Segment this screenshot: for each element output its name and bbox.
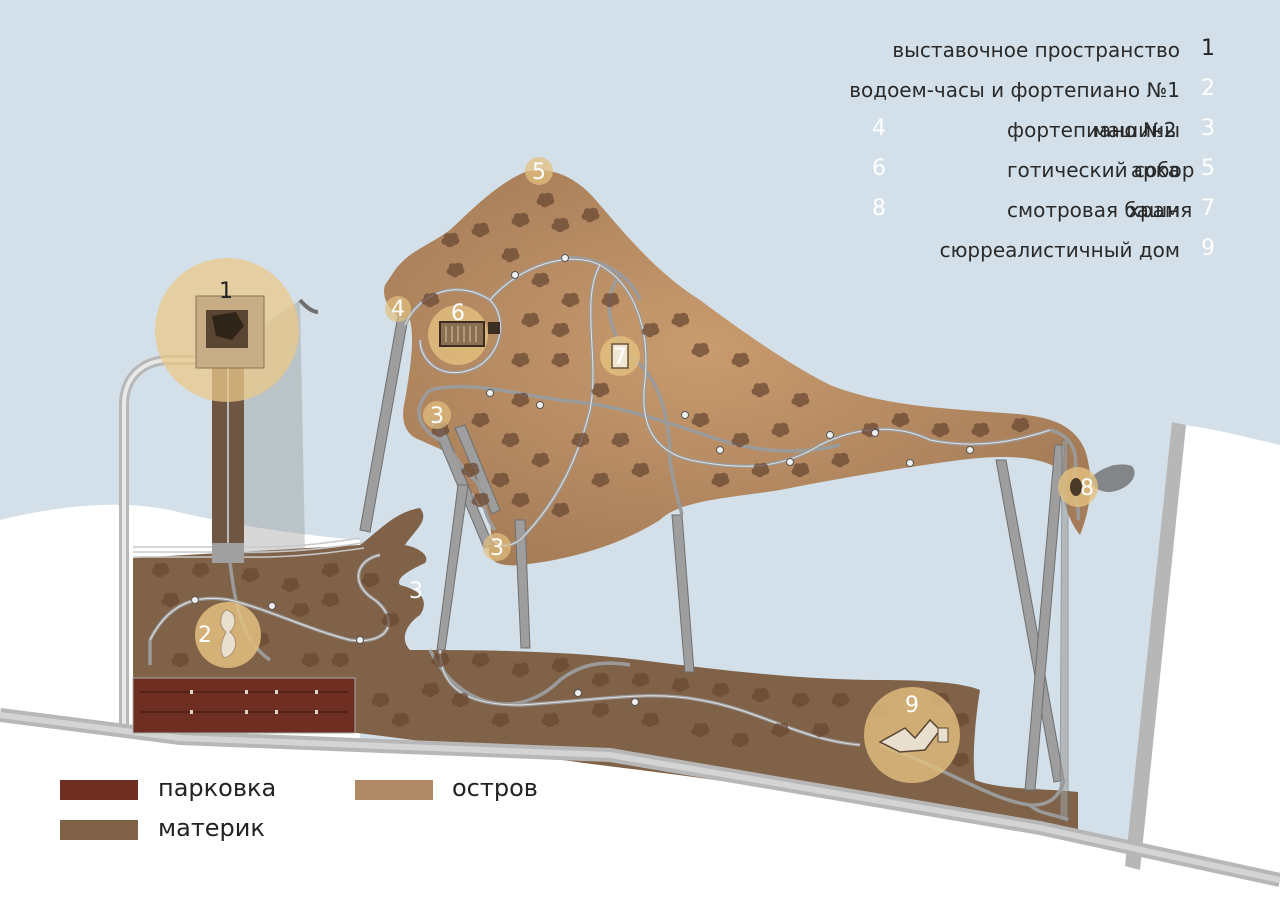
bridges — [359, 314, 1069, 821]
legend-number: 1 — [1201, 36, 1215, 61]
poi-surreal-house[interactable]: 9 — [864, 687, 960, 783]
poi-machines-b[interactable]: 3 — [483, 533, 511, 561]
shoreline-stripes — [133, 537, 365, 558]
bench-icon — [511, 271, 519, 279]
legend-label: фортепиано №2 — [1007, 118, 1177, 142]
poi-number-3b: 3 — [490, 536, 504, 561]
bench-icon — [561, 254, 569, 262]
legend-number: 9 — [1201, 236, 1215, 261]
bench-icon — [631, 698, 639, 706]
legend-label: готический собор — [1007, 158, 1195, 182]
bench-icon — [966, 446, 974, 454]
legend-row: выставочное пространство 1 — [640, 30, 1280, 70]
bench-icon — [826, 431, 834, 439]
poi-water-clock-piano[interactable]: 2 — [195, 602, 261, 668]
poi-temple[interactable]: 7 — [600, 336, 640, 376]
poi-number-3a: 3 — [430, 404, 444, 429]
color-key: парковка остров материк — [0, 770, 640, 890]
poi-number-3c: 3 — [409, 579, 423, 604]
legend-number: 3 — [1201, 116, 1215, 141]
bench-icon — [906, 459, 914, 467]
swatch-parking — [60, 780, 138, 800]
poi-gothic-cathedral[interactable]: 6 — [428, 301, 500, 365]
legend-row: сюрреалистичный дом 9 — [640, 230, 1280, 270]
swatch-mainland — [60, 820, 138, 840]
island — [384, 170, 1091, 566]
legend-number: 6 — [872, 156, 886, 181]
legend-row: машины 3 фортепиано №2 4 — [640, 110, 1280, 150]
bench-icon — [486, 389, 494, 397]
poi-exhibition[interactable]: 1 — [155, 258, 319, 402]
poi-machines-c[interactable]: 3 — [409, 579, 423, 604]
key-label-mainland: материк — [158, 814, 265, 842]
legend-label: смотровая башня — [1007, 198, 1193, 222]
poi-number-2: 2 — [198, 623, 212, 648]
legend-number: 2 — [1201, 76, 1215, 101]
land-east — [1130, 425, 1280, 900]
legend-label: арка — [1130, 158, 1180, 182]
bench-icon — [786, 458, 794, 466]
parking-lot — [132, 677, 356, 734]
bench-icon — [268, 602, 276, 610]
poi-number-5: 5 — [532, 160, 546, 185]
poi-number-9: 9 — [905, 693, 919, 718]
bench-icon — [536, 401, 544, 409]
poi-observation-tower[interactable]: 8 — [1058, 464, 1135, 507]
key-label-parking: парковка — [158, 774, 277, 802]
poi-number-8: 8 — [1080, 476, 1094, 501]
legend-number: 5 — [1201, 156, 1215, 181]
key-label-island: остров — [452, 774, 538, 802]
legend-label: храм — [1128, 198, 1180, 222]
poi-piano-2[interactable]: 4 — [385, 296, 411, 322]
bench-icon — [356, 636, 364, 644]
poi-machines-a[interactable]: 3 — [423, 401, 451, 429]
legend-number: 7 — [1201, 196, 1215, 221]
legend-label: водоем-часы и фортепиано №1 — [849, 78, 1180, 102]
swatch-island — [355, 780, 433, 800]
legend-label: выставочное пространство — [892, 38, 1180, 62]
poi-number-6: 6 — [451, 301, 465, 326]
poi-number-7: 7 — [613, 345, 627, 370]
shore-strip-east — [1125, 422, 1186, 870]
poi-arch[interactable]: 5 — [525, 157, 553, 185]
legend-label: сюрреалистичный дом — [939, 238, 1180, 262]
bench-icon — [574, 689, 582, 697]
poi-number-4: 4 — [391, 297, 405, 322]
bench-icon — [681, 411, 689, 419]
bench-icon — [716, 446, 724, 454]
poi-number-1: 1 — [219, 279, 233, 304]
legend-row: водоем-часы и фортепиано №1 2 — [640, 70, 1280, 110]
benches — [191, 254, 974, 706]
bench-icon — [871, 429, 879, 437]
mainland — [133, 508, 1078, 838]
legend-label: машины — [1092, 118, 1180, 142]
bench-icon — [191, 596, 199, 604]
legend-number: 8 — [872, 196, 886, 221]
legend-row: храм 7 смотровая башня 8 — [640, 190, 1280, 230]
legend-number: 4 — [872, 116, 886, 141]
